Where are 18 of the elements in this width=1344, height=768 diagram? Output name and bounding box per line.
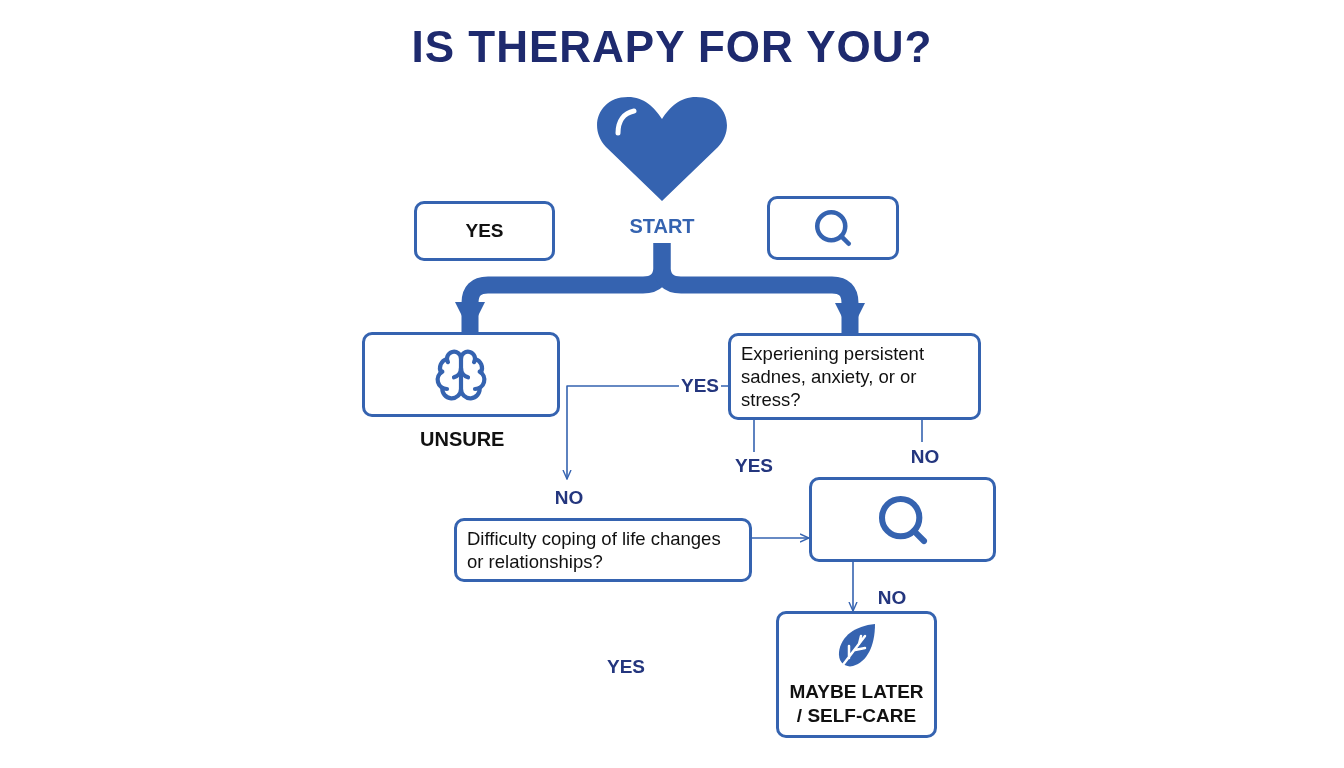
outcome-label: UNSURE [420, 428, 505, 451]
arrow [848, 561, 858, 612]
title: IS THERAPY FOR YOU? [410, 22, 934, 72]
question-box [728, 333, 981, 420]
start-label: START [628, 215, 696, 238]
connector-line [753, 419, 755, 453]
branch-arrow [653, 243, 865, 333]
outcome-box [776, 611, 937, 738]
question-box [454, 518, 752, 582]
search-box [809, 477, 996, 562]
arrow [751, 533, 810, 543]
question-text: Experiening persistent sadnes, anxiety, or or stress? [741, 341, 926, 412]
outcome-text: MAYBE LATER / SELF-CARE [788, 679, 925, 728]
connector-line [921, 419, 923, 443]
answer-box [414, 201, 555, 261]
search-box [767, 196, 899, 260]
answer-text: YES [465, 219, 504, 243]
question-text: Difficulty coping of life changes or relationships? [467, 526, 722, 574]
